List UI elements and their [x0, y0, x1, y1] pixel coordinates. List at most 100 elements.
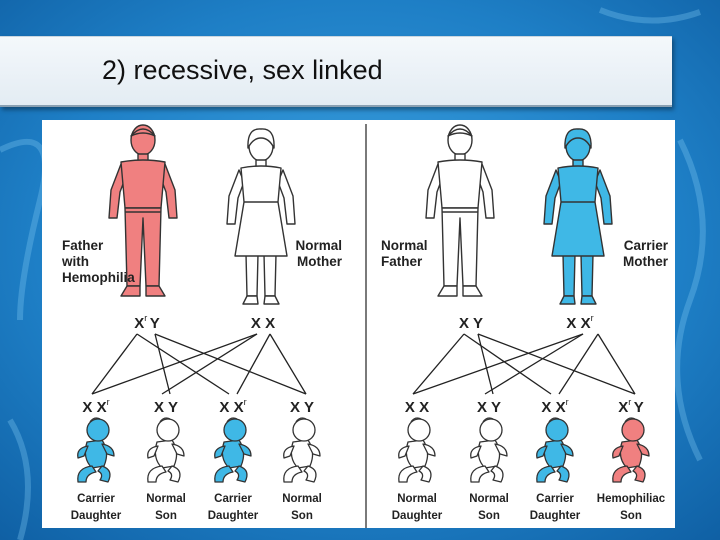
offspring-label-line: Carrier [214, 493, 252, 505]
mother-label-line: Mother [297, 254, 343, 269]
allele-letter: X [566, 315, 576, 332]
offspring-label-line: Normal [469, 493, 509, 505]
offspring-genotype: X Xr [219, 397, 246, 416]
inheritance-line [136, 333, 230, 395]
allele-letter: X [581, 315, 591, 332]
slide-title: 2) recessive, sex linked [102, 55, 383, 85]
allele-letter: X [405, 399, 415, 416]
mother-label-line: Mother [623, 254, 669, 269]
allele-letter: Y [634, 399, 644, 416]
father-genotype: X Y [459, 315, 483, 332]
offspring-figure [470, 417, 508, 483]
allele-letter: X [541, 399, 551, 416]
allele-letter: X [219, 399, 229, 416]
recessive-allele-mark: r [107, 397, 110, 407]
offspring-label-line: Hemophiliac [597, 493, 666, 505]
inheritance-line [597, 333, 636, 395]
father-label-line: Normal [381, 238, 428, 253]
offspring-label-line: Son [620, 510, 642, 522]
allele-letter: X [97, 399, 107, 416]
offspring-genotype: X Xr [541, 397, 568, 416]
offspring-genotype: X Xr [82, 397, 109, 416]
offspring-figure [77, 417, 115, 483]
offspring-label-line: Daughter [71, 510, 122, 522]
recessive-allele-mark: r [591, 313, 594, 323]
offspring-figure [398, 417, 436, 483]
title-bar: 2) recessive, sex linked [0, 36, 672, 107]
offspring-figure [536, 417, 574, 483]
offspring-genotype: X X [405, 399, 429, 416]
inheritance-line [91, 333, 138, 395]
allele-letter: X [477, 399, 487, 416]
allele-letter: X [134, 315, 144, 332]
allele-letter: Y [150, 315, 160, 332]
allele-letter: X [556, 399, 566, 416]
offspring-label-line: Son [478, 510, 500, 522]
recessive-allele-mark: r [628, 397, 631, 407]
inheritance-line [269, 333, 307, 395]
allele-letter: Y [473, 315, 483, 332]
mother-genotype: X Xr [566, 313, 593, 332]
mother-figure [543, 128, 613, 305]
allele-letter: Y [304, 399, 314, 416]
allele-letter: Y [491, 399, 501, 416]
offspring-genotype: X Y [290, 399, 314, 416]
offspring-label-line: Normal [146, 493, 186, 505]
offspring-label-line: Carrier [77, 493, 115, 505]
father-label-line: with [61, 254, 89, 269]
offspring-figure [147, 417, 185, 483]
father-figure [425, 124, 495, 297]
allele-letter: X [290, 399, 300, 416]
inheritance-line [412, 333, 465, 395]
offspring-label-line: Daughter [392, 510, 443, 522]
inheritance-line [161, 333, 258, 395]
inheritance-line [463, 333, 552, 395]
inheritance-line [477, 333, 636, 395]
mother-label-line: Carrier [624, 238, 669, 253]
mother-genotype: X X [251, 315, 275, 332]
inheritance-line [558, 333, 599, 395]
allele-letter: X [154, 399, 164, 416]
father-figure [108, 124, 178, 297]
allele-letter: X [265, 315, 275, 332]
offspring-label-line: Normal [282, 493, 322, 505]
allele-letter: X [234, 399, 244, 416]
mother-label-line: Normal [295, 238, 342, 253]
offspring-label-line: Normal [397, 493, 437, 505]
offspring-genotype: X Y [154, 399, 178, 416]
allele-letter: X [419, 399, 429, 416]
inheritance-line [484, 333, 584, 395]
allele-letter: X [618, 399, 628, 416]
recessive-allele-mark: r [566, 397, 569, 407]
recessive-allele-mark: r [244, 397, 247, 407]
offspring-label-line: Daughter [208, 510, 259, 522]
allele-letter: X [459, 315, 469, 332]
inheritance-line [236, 333, 271, 395]
inheritance-line [154, 333, 307, 395]
inheritance-line [91, 333, 258, 395]
offspring-genotype: Xr Y [618, 397, 644, 416]
offspring-figure [283, 417, 321, 483]
father-label-line: Father [62, 238, 104, 253]
allele-letter: X [251, 315, 261, 332]
offspring-figure [612, 417, 650, 483]
father-genotype: Xr Y [134, 313, 160, 332]
offspring-label-line: Son [155, 510, 177, 522]
offspring-label-line: Son [291, 510, 313, 522]
father-label-line: Hemophilia [62, 270, 135, 285]
inheritance-line [412, 333, 584, 395]
offspring-label-line: Daughter [530, 510, 581, 522]
offspring-figure [214, 417, 252, 483]
